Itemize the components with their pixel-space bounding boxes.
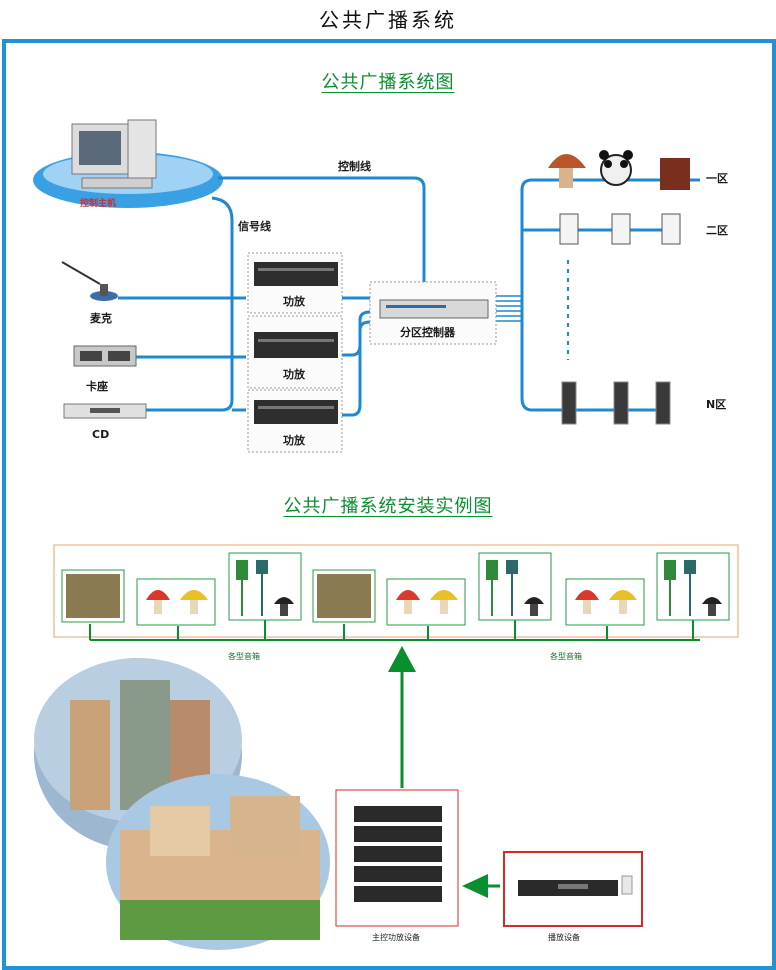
mic-label: 麦克 bbox=[90, 312, 112, 325]
host-label: 控制主机 bbox=[80, 199, 117, 209]
mushroom-speaker-icons bbox=[146, 590, 637, 614]
lawn-speaker-icons bbox=[236, 560, 722, 616]
microphone-icon bbox=[61, 261, 118, 301]
zone-1-label: 一区 bbox=[706, 172, 728, 185]
amp3-to-controller bbox=[340, 320, 371, 417]
control-line bbox=[218, 176, 426, 288]
controller-fanout bbox=[496, 295, 522, 322]
speakers-label-right: 各型音箱 bbox=[550, 652, 582, 661]
main-equipment-label: 主控功放设备 bbox=[372, 933, 420, 942]
deck-label: 卡座 bbox=[86, 380, 108, 393]
zone-n-label: N区 bbox=[706, 398, 727, 411]
amplifier-icons bbox=[254, 262, 338, 424]
zone-controller-icon bbox=[379, 299, 489, 319]
speakers-box bbox=[53, 544, 739, 638]
signal-line bbox=[120, 196, 234, 412]
cd-label: CD bbox=[92, 428, 110, 441]
control-line-label: 控制线 bbox=[338, 160, 371, 173]
zone1-speakers bbox=[548, 150, 690, 190]
zone-2-label: 二区 bbox=[706, 224, 728, 237]
install-diagram-title: 公共广播系统安装实例图 bbox=[283, 496, 493, 517]
zoneN-speakers bbox=[561, 381, 671, 425]
system-diagram-title: 公共广播系统图 bbox=[321, 72, 455, 93]
amplifier-stack-icon bbox=[354, 806, 442, 902]
playback-box bbox=[503, 851, 643, 927]
left-arrow-icon bbox=[462, 874, 488, 898]
page-title: 公共广播系统 bbox=[319, 8, 457, 32]
amp1-label: 功放 bbox=[283, 295, 305, 308]
diagram-frame bbox=[2, 39, 776, 970]
up-arrow-icon bbox=[388, 646, 416, 672]
cassette-deck-icon bbox=[73, 345, 137, 367]
amp2-label: 功放 bbox=[283, 368, 305, 381]
amp3-label: 功放 bbox=[283, 434, 305, 447]
zone-bus bbox=[520, 190, 662, 412]
zone-controller-label: 分区控制器 bbox=[400, 326, 455, 339]
connection-lines bbox=[118, 176, 700, 417]
building-photo-images bbox=[34, 658, 330, 950]
playback-label: 播放设备 bbox=[548, 933, 580, 942]
zone2-speakers bbox=[559, 213, 681, 245]
dvd-player-icon bbox=[518, 875, 633, 896]
cd-player-icon bbox=[63, 403, 147, 419]
main-equipment-box bbox=[335, 789, 459, 927]
computer-icon bbox=[71, 119, 157, 189]
signal-line-label: 信号线 bbox=[238, 220, 271, 233]
speakers-label-left: 各型音箱 bbox=[228, 652, 260, 661]
